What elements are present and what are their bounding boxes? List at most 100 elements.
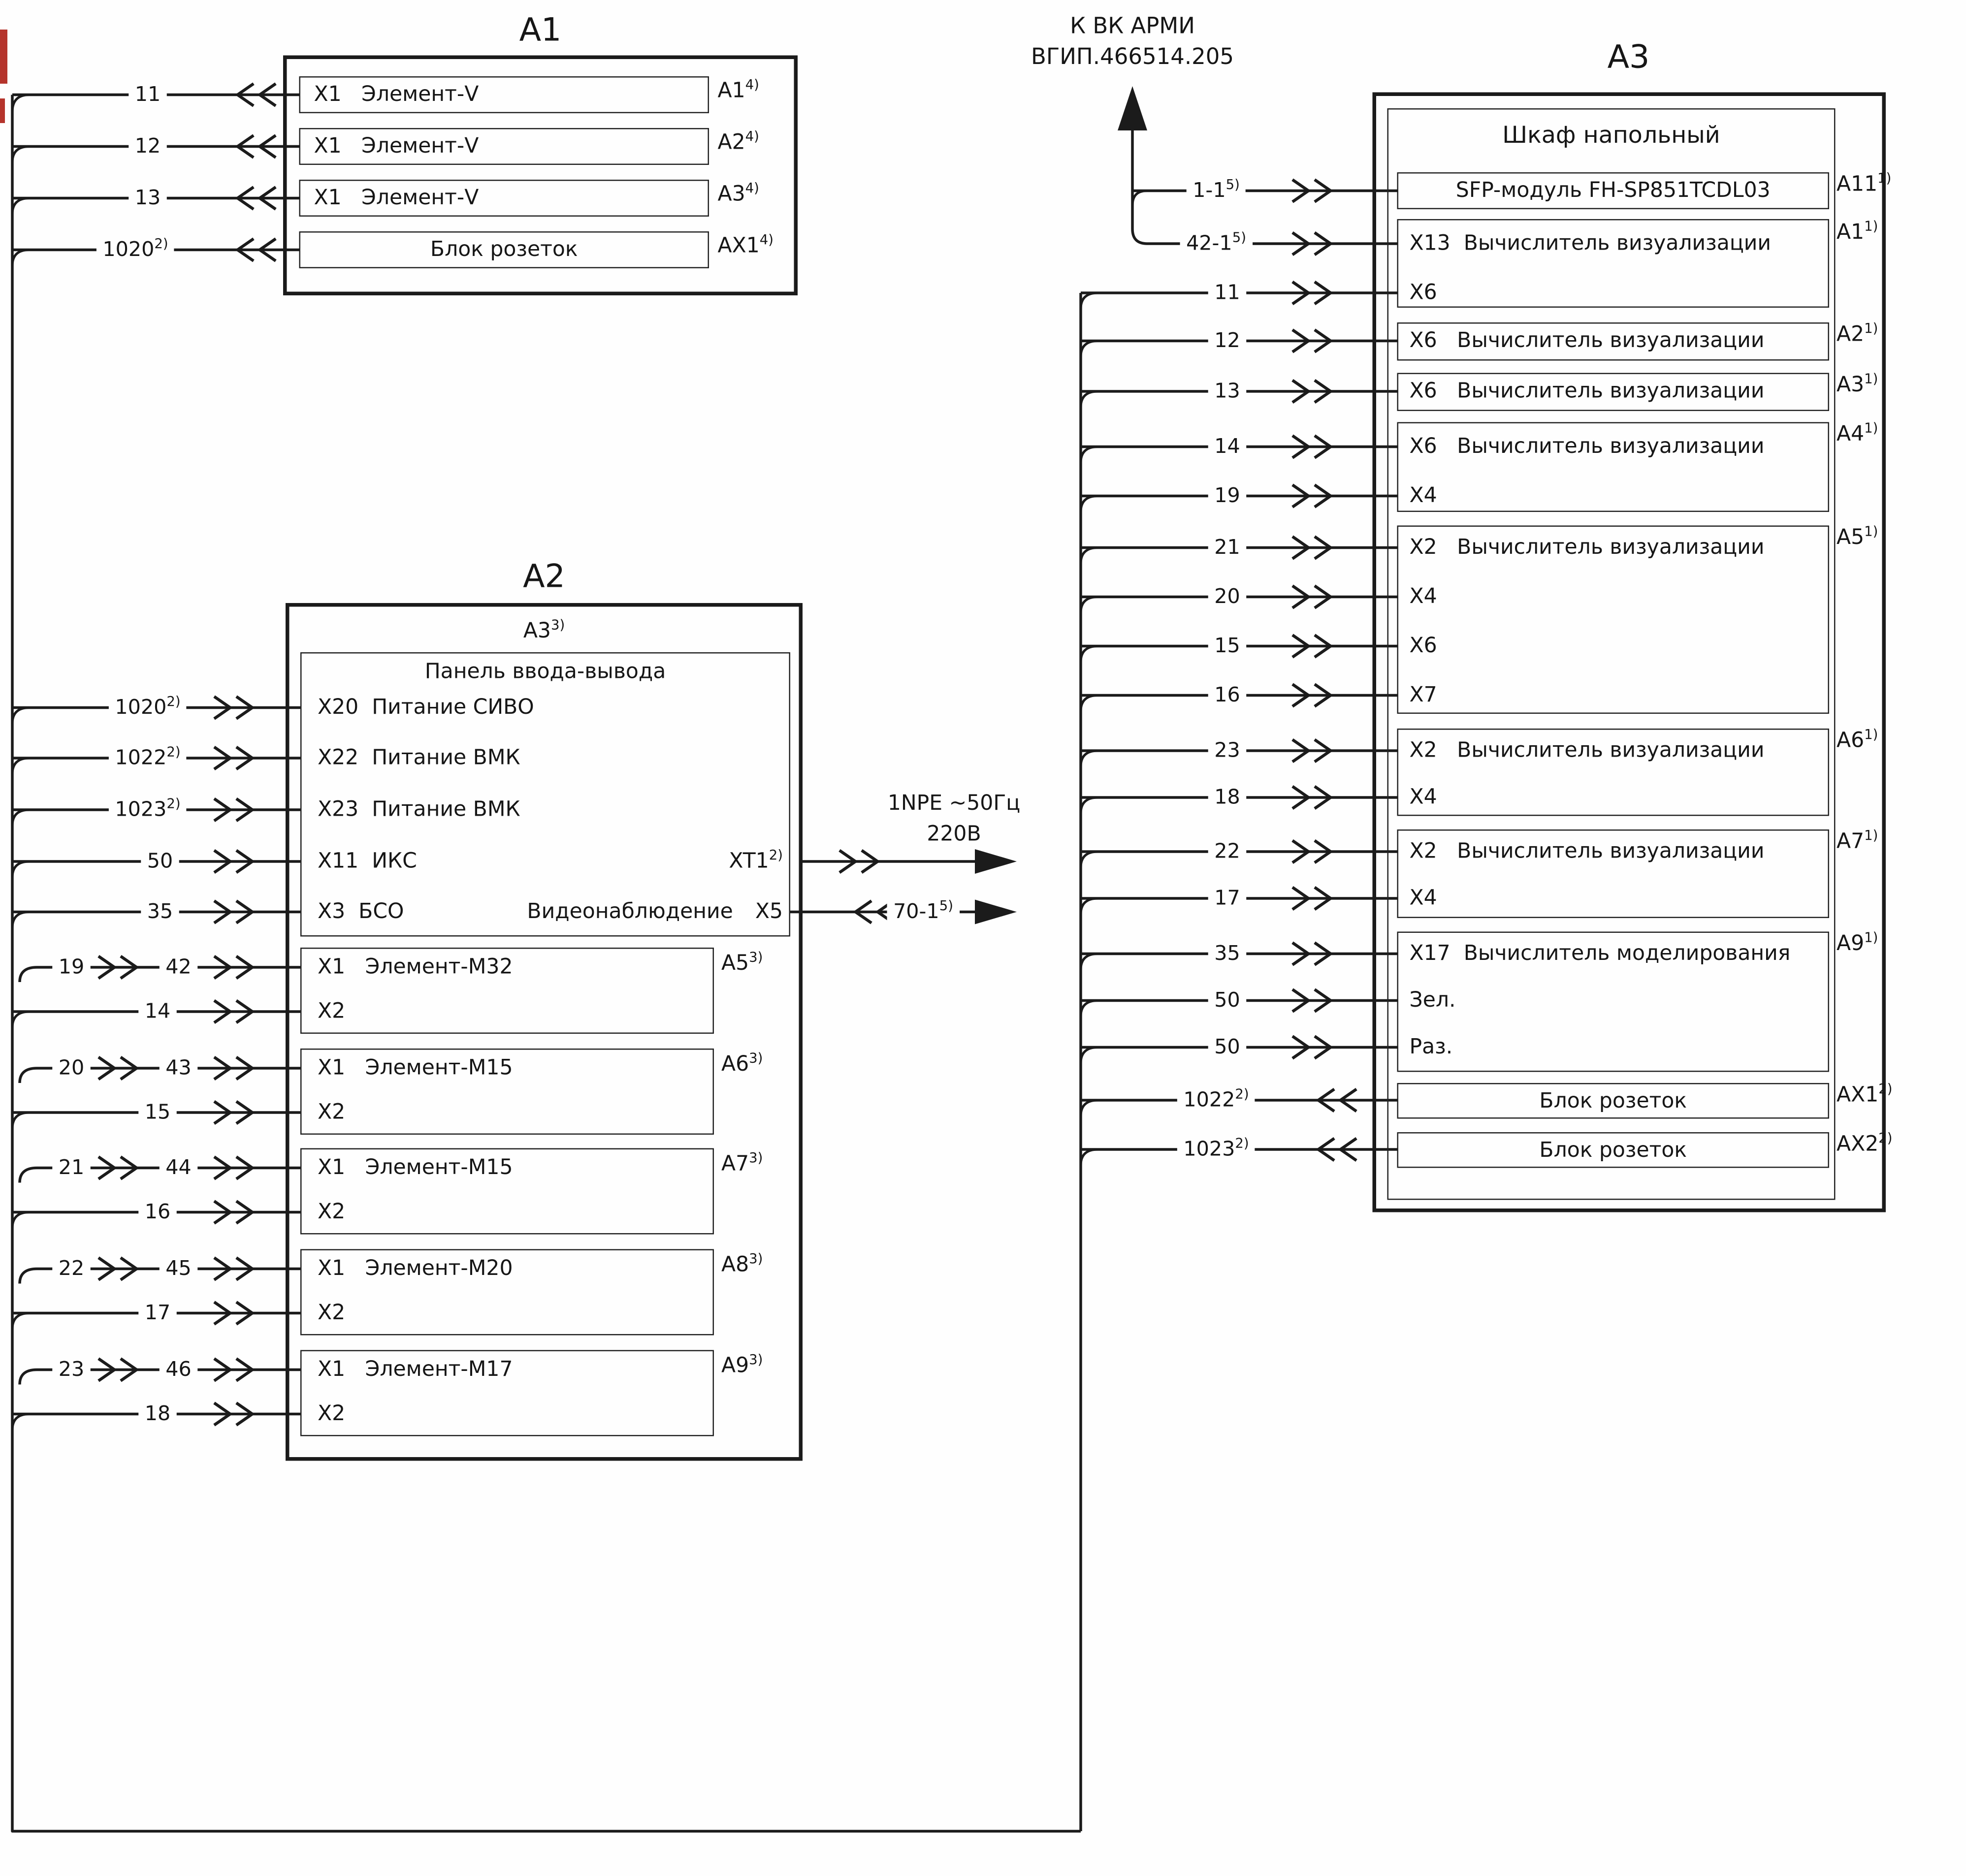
wire-label: 35: [141, 899, 179, 924]
a2-module-box: [300, 1350, 714, 1436]
wire-label: 11: [129, 82, 167, 107]
a3-unit-ref: AX22): [1837, 1130, 1893, 1157]
a3-unit-box: [1397, 322, 1829, 361]
a1-row-box: [299, 76, 709, 113]
wire-label: 21: [52, 1155, 91, 1180]
block-a3-frame: [1372, 92, 1886, 1212]
a3-unit-port: X6: [1409, 281, 1437, 305]
wire-label: 44: [159, 1155, 198, 1180]
a2-module-ref: A53): [721, 949, 763, 976]
a3-unit-port: X6 Вычислитель визуализации: [1409, 328, 1765, 353]
junction-fillets: [11, 94, 1148, 1431]
a2-module-port: X2: [318, 999, 346, 1024]
a3-cabinet-title: Шкаф напольный: [1502, 122, 1720, 149]
a1-row-box: [299, 128, 709, 165]
a1-row-label: Блок розеток: [430, 237, 578, 262]
a1-row-label: X1 Элемент-V: [314, 134, 479, 159]
a3-unit-port: X2 Вычислитель визуализации: [1409, 738, 1765, 763]
a2-module-ref: A83): [721, 1250, 763, 1277]
a3-unit-box: [1397, 829, 1829, 918]
wire-label: 23: [52, 1357, 91, 1382]
a3-unit-ref: A21): [1837, 320, 1878, 347]
power-out-label: 1NPE ~50Гц: [887, 791, 1021, 816]
a3-unit-port: Зел.: [1409, 988, 1456, 1013]
a2-module-port: X2: [318, 1301, 346, 1326]
a1-row-label: X1 Элемент-V: [314, 186, 479, 211]
a3-outlet-label: Блок розеток: [1539, 1138, 1687, 1163]
a3-unit-box: [1397, 525, 1829, 714]
a3-unit-port: X6 Вычислитель визуализации: [1409, 434, 1765, 459]
video-in-arrowhead-icon: [975, 899, 1017, 924]
a1-row-box: [299, 231, 709, 268]
a2-module-box: [300, 948, 714, 1034]
a2-module-ref: A93): [721, 1351, 763, 1378]
wire-label: 15: [138, 1100, 177, 1125]
wire-label: 14: [138, 999, 177, 1024]
a2-panel-port: X3 БСО: [318, 899, 404, 924]
a3-unit-port: Раз.: [1409, 1035, 1453, 1060]
a1-row-ref: A24): [717, 128, 759, 155]
scan-artifact: [0, 30, 7, 84]
a1-wires: [12, 93, 299, 252]
a3-sfp-box: [1397, 172, 1829, 209]
a3-unit-ref: A51): [1837, 523, 1878, 550]
a3-unit-port: X4: [1409, 886, 1437, 911]
wire-label: 14: [1208, 434, 1247, 459]
a3-sfp-label: SFP-модуль FH-SP851TCDL03: [1455, 178, 1771, 203]
block-a2-frame: [286, 603, 803, 1461]
a2-module-port: X1 Элемент-М32: [318, 955, 513, 980]
wire-label: 45: [159, 1256, 198, 1281]
a3-unit-ref: A41): [1837, 420, 1878, 447]
wire-label: 13: [1208, 379, 1247, 404]
a3-cabinet-box: [1387, 108, 1836, 1200]
wire-label: 70-15): [887, 899, 960, 924]
a3-outlet-box: [1397, 1083, 1829, 1119]
wire-label: 43: [159, 1056, 198, 1081]
a3-unit-port: X6 Вычислитель визуализации: [1409, 379, 1765, 404]
external-link-label: К ВК АРМИ: [1070, 13, 1195, 40]
block-a1-frame: [283, 55, 798, 295]
a2-module-port: X1 Элемент-М20: [318, 1256, 513, 1281]
wire-label: 20: [1208, 584, 1247, 609]
wire-label: 50: [1208, 988, 1247, 1013]
a3-unit-port: X4: [1409, 483, 1437, 509]
wire-label: 22: [52, 1256, 91, 1281]
wire-label: 10232): [108, 797, 187, 822]
wire-label: 46: [159, 1357, 198, 1382]
a3-unit-port: X7: [1409, 683, 1437, 708]
a1-row-ref: A34): [717, 180, 759, 207]
a3-unit-box: [1397, 729, 1829, 816]
wire-label: 16: [1208, 683, 1247, 708]
a2-module-port: X2: [318, 1100, 346, 1125]
a3-unit-ref: A71): [1837, 827, 1878, 854]
a1-row-ref: AX14): [717, 231, 774, 258]
a3-unit-port: X2 Вычислитель визуализации: [1409, 535, 1765, 560]
a2-board-ref: A33): [523, 617, 565, 644]
wire-label: 50: [141, 849, 179, 874]
wire-label: 11: [1208, 281, 1247, 305]
block-a3-title: A3: [1607, 39, 1650, 76]
power-out-voltage: 220В: [927, 822, 981, 847]
a3-unit-ref: A31): [1837, 371, 1878, 398]
wire-label: 20: [52, 1056, 91, 1081]
wire-label: 12: [129, 134, 167, 159]
a3-unit-port: X2 Вычислитель визуализации: [1409, 839, 1765, 864]
a3-unit-box: [1397, 422, 1829, 512]
a2-panel-port: X22 Питание ВМК: [318, 746, 520, 770]
a2-module-box: [300, 1148, 714, 1235]
a2-module-port: X1 Элемент-М15: [318, 1155, 513, 1180]
a2-module-ref: A73): [721, 1149, 763, 1176]
a3-unit-port: X6: [1409, 634, 1437, 659]
wire-label: 16: [138, 1200, 177, 1225]
block-a1-title: A1: [519, 12, 562, 49]
wire-label: 10202): [108, 695, 187, 720]
wire-label: 10222): [1177, 1087, 1256, 1113]
a3-unit-box: [1397, 373, 1829, 411]
a2-module-port: X1 Элемент-М17: [318, 1357, 513, 1382]
wire-label: 42-15): [1180, 231, 1253, 256]
wire-label: 35: [1208, 941, 1247, 966]
scan-artifact: [0, 98, 5, 123]
a3-unit-box: [1397, 219, 1829, 308]
external-link-code: ВГИП.466514.205: [1031, 44, 1234, 70]
